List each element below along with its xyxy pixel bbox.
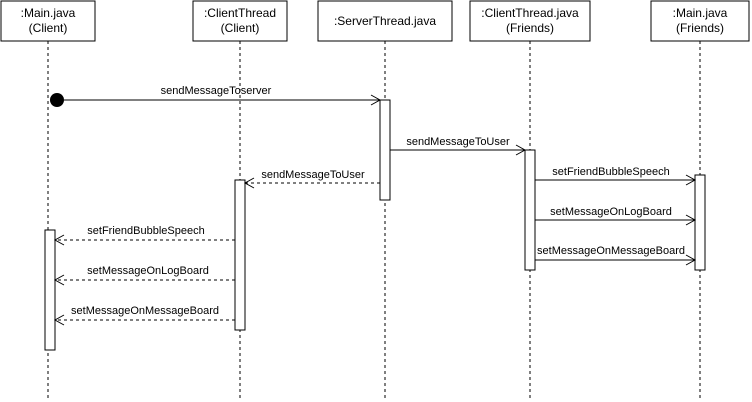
message-set-message-board-friends[interactable]: setMessageOnMessageBoard — [535, 245, 697, 266]
participant-serverthread-name: :ServerThread.java — [334, 14, 436, 28]
participant-clientthread-friends[interactable]: :ClientThread.java (Friends) — [469, 0, 591, 42]
participant-serverthread[interactable]: :ServerThread.java — [317, 0, 453, 42]
message-send-to-user-client[interactable]: sendMessageToUser — [243, 169, 380, 189]
participant-clientthread-friends-name: :ClientThread.java — [481, 6, 579, 20]
message-label: setMessageOnMessageBoard — [537, 245, 685, 257]
message-set-log-board-friends[interactable]: setMessageOnLogBoard — [535, 206, 697, 226]
activation-clientthread-client — [234, 179, 246, 331]
participant-clientthread-client[interactable]: :ClientThread (Client) — [192, 0, 288, 42]
activation-main-client — [44, 229, 56, 351]
message-set-message-board-client[interactable]: setMessageOnMessageBoard — [53, 305, 235, 326]
message-set-friend-bubble-speech-friends[interactable]: setFriendBubbleSpeech — [535, 166, 697, 186]
participant-main-friends-role: (Friends) — [676, 21, 724, 35]
activation-serverthread — [379, 99, 391, 201]
participant-main-client[interactable]: :Main.java (Client) — [0, 0, 96, 42]
participant-clientthread-friends-role: (Friends) — [506, 21, 554, 35]
message-set-log-board-client[interactable]: setMessageOnLogBoard — [53, 265, 235, 286]
message-label: sendMessageToUser — [261, 169, 365, 181]
message-label: setMessageOnLogBoard — [87, 265, 209, 277]
message-label: setFriendBubbleSpeech — [87, 225, 204, 237]
message-label: sendMessageToUser — [406, 136, 510, 148]
activation-clientthread-friends — [524, 149, 536, 271]
participant-clientthread-client-name: :ClientThread — [204, 6, 276, 20]
message-label: setMessageOnLogBoard — [550, 206, 672, 218]
activation-main-friends — [694, 174, 706, 271]
participant-main-friends-name: :Main.java — [673, 6, 728, 20]
initial-node — [50, 93, 64, 107]
message-label: sendMessageToserver — [161, 85, 272, 97]
message-label: setFriendBubbleSpeech — [552, 166, 669, 178]
message-send-to-user-friends[interactable]: sendMessageToUser — [390, 136, 527, 156]
participant-main-friends[interactable]: :Main.java (Friends) — [650, 0, 750, 42]
participant-clientthread-client-role: (Client) — [221, 21, 260, 35]
participant-main-client-name: :Main.java — [21, 6, 76, 20]
message-label: setMessageOnMessageBoard — [71, 305, 219, 317]
message-set-friend-bubble-speech-client[interactable]: setFriendBubbleSpeech — [53, 225, 235, 246]
message-send-to-server[interactable]: sendMessageToserver — [64, 85, 382, 106]
participant-main-client-role: (Client) — [29, 21, 68, 35]
